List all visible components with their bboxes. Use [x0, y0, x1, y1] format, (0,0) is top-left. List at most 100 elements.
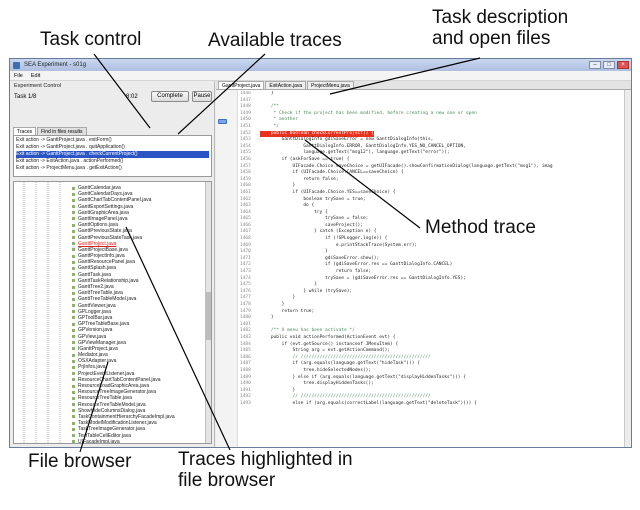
file-item[interactable]: GanttGraphicArea.java: [72, 210, 192, 216]
file-item[interactable]: GanttSplash.java: [72, 265, 192, 271]
file-item[interactable]: GanttCalendarDays.java: [72, 191, 192, 197]
code-line: 1459 return false;: [240, 177, 623, 184]
file-item[interactable]: GanttTreeTableModel.java: [72, 296, 192, 302]
menu-bar: File Edit: [10, 71, 631, 81]
menu-edit[interactable]: Edit: [30, 73, 41, 79]
trace-item[interactable]: Exit action -> ExitAction.java . actionP…: [16, 158, 124, 164]
callout-traces-highlighted-line2: file browser: [178, 469, 276, 491]
file-item[interactable]: GanttOptions.java: [72, 222, 192, 228]
line-number: 1472: [240, 262, 251, 268]
trace-item[interactable]: Exit action -> ProjectMenu.java . getExi…: [16, 165, 122, 171]
trace-item[interactable]: Exit action -> GanttProject.java . exitF…: [16, 137, 112, 143]
file-item[interactable]: ResourceTreeTableModel.java: [72, 402, 192, 408]
line-number: 1450: [240, 117, 251, 123]
line-number: 1468: [240, 236, 251, 242]
file-item[interactable]: UIFacadeImpl.java: [72, 439, 192, 443]
file-item[interactable]: ResourceLoadGraphicArea.java: [72, 383, 192, 389]
minimize-icon[interactable]: –: [589, 61, 601, 69]
file-item[interactable]: GanttCalendar.java: [72, 185, 192, 191]
file-item[interactable]: GanttTaskRelationship.java: [72, 278, 192, 284]
file-item[interactable]: OSXAdapter.java: [72, 358, 192, 364]
editor-scrollbar[interactable]: [624, 90, 631, 447]
trace-item[interactable]: Exit action -> GanttProject.java . quitA…: [16, 144, 125, 150]
editor-tab[interactable]: ExitAction.java: [265, 81, 307, 89]
file-item-highlighted[interactable]: GanttProject.java: [72, 241, 192, 247]
file-item[interactable]: GPVersion.java: [72, 327, 192, 333]
line-number: 1464: [240, 209, 251, 215]
editor-tab[interactable]: ProjectMenu.java: [307, 81, 354, 89]
file-item[interactable]: GPView.java: [72, 334, 192, 340]
file-item[interactable]: GanttChartTabContentPanel.java: [72, 197, 192, 203]
code-text: tree.displayHiddenTasks();: [260, 381, 374, 387]
code-text: /** A menu has been activate */: [260, 328, 355, 334]
trace-item[interactable]: Exit action -> GanttProject.java . check…: [16, 151, 209, 158]
code-text: } else if (arg.equals(language.getText("…: [260, 374, 466, 380]
line-number: 1477: [240, 295, 251, 301]
code-line: 1448 /**: [240, 104, 623, 111]
maximize-icon[interactable]: □: [603, 61, 615, 69]
file-item[interactable]: GanttExportSettings.java: [72, 204, 192, 210]
file-item[interactable]: IGanttProject.java: [72, 346, 192, 352]
complete-button[interactable]: Complete: [151, 91, 189, 102]
window-controls: – □ ×: [589, 61, 629, 69]
file-item[interactable]: ResourceTreeImageGenerator.java: [72, 389, 192, 395]
app-icon: [13, 62, 20, 69]
file-item[interactable]: GPTreeTableBase.java: [72, 321, 192, 327]
file-item[interactable]: GanttTask.java: [72, 272, 192, 278]
editor-tab[interactable]: GanttProject.java: [218, 81, 265, 89]
file-item[interactable]: GPToolBar.java: [72, 315, 192, 321]
file-item[interactable]: ShowHideColumnsDialog.java: [72, 408, 192, 414]
file-item[interactable]: TaskTreeImageGenerator.java: [72, 426, 192, 432]
line-number: 1492: [240, 394, 251, 400]
code-text: // /////////////////////////////////////…: [260, 354, 431, 360]
code-line: 1455 language.getText("msg12"), language…: [240, 150, 623, 157]
file-item[interactable]: Mediator.java: [72, 352, 192, 358]
callout-task-description: Task description and open files: [432, 7, 568, 49]
file-item[interactable]: GanttImagePanel.java: [72, 216, 192, 222]
line-number: 1467: [240, 229, 251, 235]
menu-file[interactable]: File: [14, 73, 23, 79]
code-text: String arg = evt.getActionCommand();: [260, 348, 391, 354]
file-item[interactable]: GanttTree2.java: [72, 284, 192, 290]
file-item[interactable]: TaskModelModificationListener.java: [72, 420, 192, 426]
code-text: } catch (Exception e) {: [260, 229, 377, 235]
file-item[interactable]: GPLogger.java: [72, 309, 192, 315]
file-browser-scrollbar[interactable]: [205, 182, 211, 443]
trace-marker-icon[interactable]: [218, 119, 227, 124]
code-line: 1471 gdiSaveError.show();: [240, 256, 623, 263]
file-item[interactable]: GPViewManager.java: [72, 340, 192, 346]
file-item[interactable]: GanttTreeTable.java: [72, 290, 192, 296]
code-line: 1478 }: [240, 302, 623, 309]
code-line: 1458 if (UIFacade.Choice.CANCEL==saveCho…: [240, 170, 623, 177]
callout-task-description-line2: and open files: [432, 27, 551, 49]
tab-traces[interactable]: Traces: [13, 127, 37, 136]
line-number: 1476: [240, 288, 251, 294]
code-text: do {: [260, 203, 315, 209]
code-line: 1474 trySave = (gdiSaveError.res == Gant…: [240, 276, 623, 283]
file-item[interactable]: GanttResourcePanel.java: [72, 259, 192, 265]
file-item[interactable]: GanttPreviousState.java: [72, 228, 192, 234]
method-trace-line-text: public boolean checkCurrentProject() {: [260, 130, 374, 138]
trace-list: Exit action -> GanttProject.java . exitF…: [13, 135, 212, 177]
code-text: language.getText("msg12"), language.getT…: [260, 150, 450, 156]
app-window: SEA Experiment - s01g – □ × File Edit Ex…: [9, 58, 632, 448]
line-number: 1462: [240, 196, 251, 202]
file-item[interactable]: GanttPreviousStateTask.java: [72, 235, 192, 241]
file-item[interactable]: GanttProjectInfo.java: [72, 253, 192, 259]
code-line: 1479 return true;: [240, 309, 623, 316]
close-icon[interactable]: ×: [617, 61, 629, 69]
file-item[interactable]: GanttProjectBase.java: [72, 247, 192, 253]
file-item[interactable]: GanttViewer.java: [72, 303, 192, 309]
code-text: if (!GPLogger.log(e)) {: [260, 236, 388, 242]
code-text: gdiSaveError.show();: [260, 255, 380, 261]
code-line: 1475 }: [240, 282, 623, 289]
line-number: 1493: [240, 400, 251, 406]
pause-button[interactable]: Pause: [192, 91, 212, 102]
code-line: 1484 if (evt.getSource() instanceof JMen…: [240, 342, 623, 349]
file-item[interactable]: ResourceChartTabContentPanel.java: [72, 377, 192, 383]
tab-find-in-files[interactable]: Find in files results: [37, 127, 87, 136]
scrollbar-thumb[interactable]: [206, 292, 211, 340]
code-line: 1485 String arg = evt.getActionCommand()…: [240, 348, 623, 355]
